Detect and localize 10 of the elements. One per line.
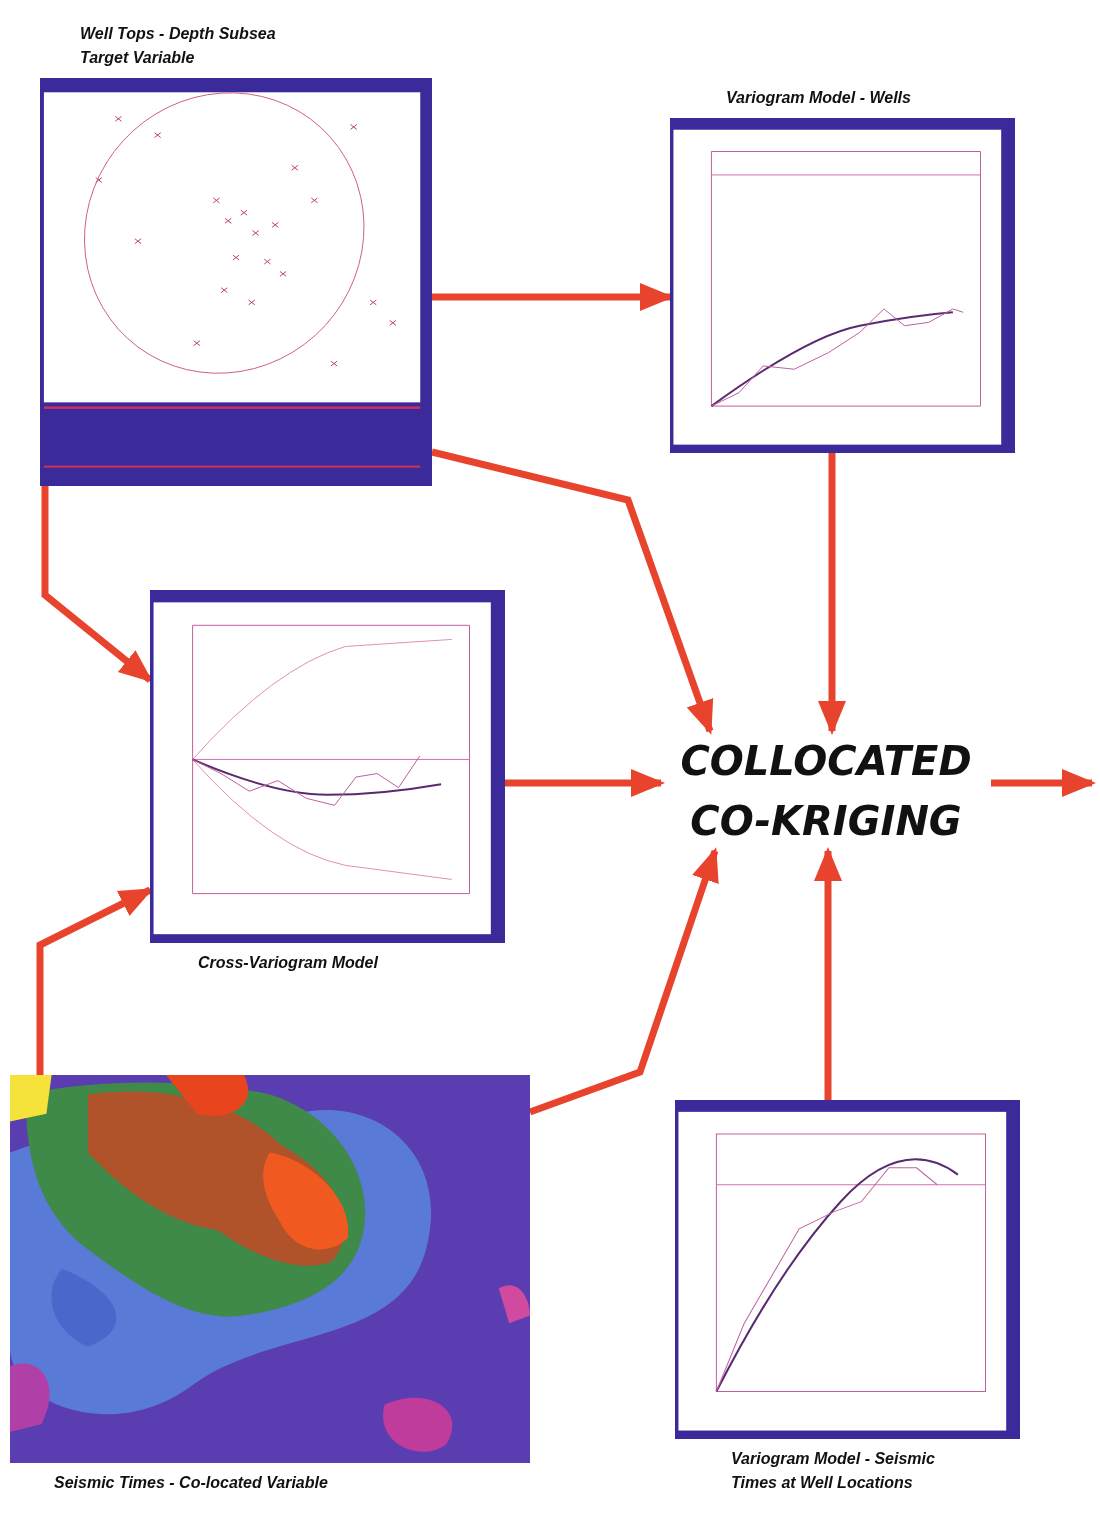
panel-caption: Well Tops - Depth Subsea Target Variable <box>80 25 276 66</box>
panel-caption: Seismic Times - Co-located Variable <box>54 1474 328 1491</box>
title-text: COLLOCATED CO-KRIGING <box>661 731 991 851</box>
panel-caption: Cross-Variogram Model <box>198 954 378 971</box>
arrow <box>505 769 665 797</box>
arrow <box>431 448 714 735</box>
arrow <box>814 847 842 1100</box>
panel-caption: Variogram Model - Wells <box>726 89 911 106</box>
arrow <box>818 453 846 735</box>
panel-caption: Variogram Model - Seismic Times at Well Locations <box>731 1450 935 1491</box>
